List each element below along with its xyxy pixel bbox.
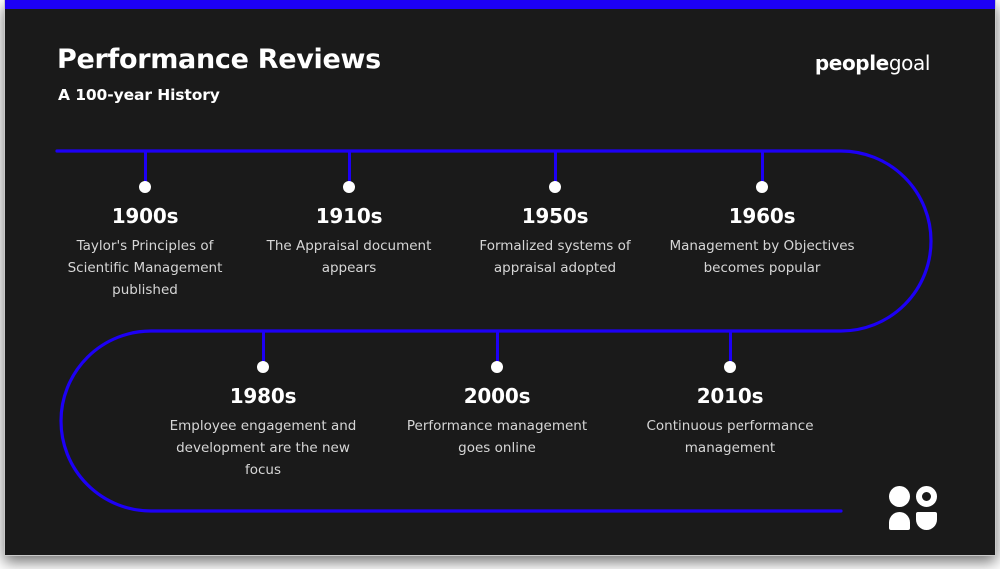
milestone-dot-icon: [139, 181, 151, 193]
milestone-year: 2010s: [696, 384, 764, 408]
milestone-year: 2000s: [463, 384, 531, 408]
milestone-year: 1980s: [229, 384, 297, 408]
milestone-stem: [144, 151, 147, 184]
milestone-description: Management by Objectives becomes popular: [669, 238, 855, 276]
logo-dome-icon: [889, 512, 910, 530]
milestone-description: Formalized systems of appraisal adopted: [479, 238, 631, 276]
milestone-stem: [729, 331, 732, 364]
milestone-description: The Appraisal document appears: [266, 238, 432, 276]
top-accent-bar: [5, 0, 995, 9]
milestone-dot-icon: [491, 361, 503, 373]
milestone-description: Taylor's Principles of Scientific Manage…: [67, 238, 223, 298]
brand-word-light: goal: [888, 51, 931, 75]
milestone-year: 1960s: [728, 204, 796, 228]
milestone-dot-icon: [724, 361, 736, 373]
milestone-year: 1910s: [315, 204, 383, 228]
milestone-description: Continuous performance management: [646, 418, 814, 456]
page-subtitle: A 100-year History: [58, 86, 220, 104]
milestone-dot-icon: [343, 181, 355, 193]
timeline-slide-card: Performance Reviews A 100-year History p…: [4, 0, 996, 556]
brand-word-bold: people: [814, 51, 889, 75]
milestone-dot-icon: [257, 361, 269, 373]
milestone-year: 1950s: [521, 204, 589, 228]
milestone-year: 1900s: [111, 204, 179, 228]
brand-logo-mark-icon: [889, 486, 937, 530]
milestone-dot-icon: [756, 181, 768, 193]
milestone-stem: [496, 331, 499, 364]
logo-cup-icon: [916, 512, 937, 530]
milestone-stem: [554, 151, 557, 184]
logo-circle-icon: [889, 486, 910, 507]
brand-logo-wordmark: peoplegoal: [814, 51, 931, 75]
milestone-dot-icon: [549, 181, 561, 193]
milestone-stem: [262, 331, 265, 364]
milestone-stem: [348, 151, 351, 184]
milestone-stem: [761, 151, 764, 184]
logo-ring-icon: [916, 486, 937, 507]
page-title: Performance Reviews: [57, 44, 381, 75]
milestone-description: Employee engagement and development are …: [169, 418, 357, 478]
milestone-description: Performance management goes online: [406, 418, 588, 456]
